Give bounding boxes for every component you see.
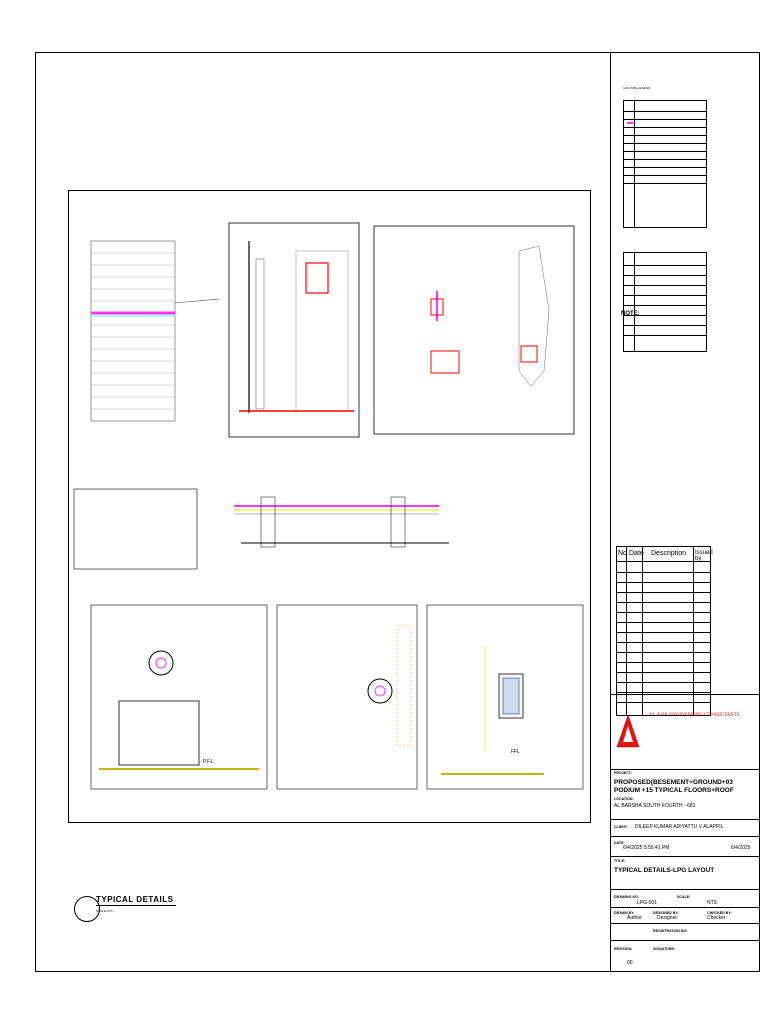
note-box (73, 488, 198, 570)
project-line-1: PROPOSED(BESEMENT+GROUND+03 (614, 779, 733, 786)
date-value: 6/4/2025 5:55:41 PM (623, 845, 670, 851)
date-value-2: 6/4/2025 (731, 845, 751, 851)
location-value: AL BARSHA SOUTH FOURTH - 681 (614, 803, 696, 809)
riser-detail (373, 225, 575, 435)
drawing-no-value: LPG-001 (637, 900, 658, 906)
scale-label: SCALE: (677, 895, 691, 899)
drawn-by-value: Author (627, 915, 642, 921)
revision-col-issued-by: Issued by (695, 550, 713, 562)
title-underline (96, 905, 176, 906)
registration-label: REGISTRATION NO: (653, 929, 688, 933)
detail-marker-icon (74, 896, 100, 922)
project-label: PROJECT: (614, 771, 632, 775)
wall-pipe-detail (90, 240, 220, 422)
detail-drawings (73, 222, 584, 790)
pipe-support-detail (234, 496, 449, 548)
legend-table (623, 100, 707, 228)
checked-by-label: CHECKED BY: (707, 911, 732, 915)
meter-box-detail (228, 222, 360, 438)
firm-logo-icon (616, 714, 640, 748)
client-value: DILEEP KUMAR ADIYATTU V ALAPPIL (635, 824, 724, 830)
revision-table: No. Date Description Issued by (616, 546, 713, 716)
revision-col-no: No. (618, 550, 629, 557)
designed-by-label: DESIGNED BY: (653, 911, 679, 915)
firm-top-divider (611, 694, 760, 695)
signature-label: SIGNATURE: (653, 947, 676, 951)
title-label: TITLE: (614, 859, 626, 863)
title-value: TYPICAL DETAILS-LPG LAYOUT (614, 867, 715, 874)
scale-value: NTS (707, 900, 717, 906)
project-line-2: PODIUM +15 TYPICAL FLOORS+ROOF (614, 787, 734, 794)
revision-value: 00 (627, 960, 633, 966)
designed-by-value: Designer (657, 915, 678, 921)
bottom-details (90, 604, 584, 790)
drawing-sheet-border (35, 52, 760, 972)
drawing-no-label: DRAWING NO: (614, 895, 639, 899)
location-label: LOCATION: (614, 797, 634, 801)
checked-by-value: Checker (707, 915, 726, 921)
date-label: DATE: (614, 841, 625, 845)
drawing-scale: SCALE NTS (96, 909, 113, 913)
drawn-by-label: DRAWN BY: (614, 911, 635, 915)
revision-col-date: Date (629, 550, 644, 557)
firm-name: AL ASIR ENGINEERING CONSULTANTS (649, 713, 740, 718)
notes-title: NOTE: (621, 311, 640, 317)
revision-col-description: Description (651, 550, 687, 557)
title-block-sidebar: GAS PIPE LEGEND NOTE: No. Date Descripti… (610, 52, 760, 972)
revision-label: REVISION: (614, 947, 633, 951)
legend-table-2 (623, 252, 707, 352)
drawing-title: TYPICAL DETAILS (96, 895, 174, 904)
client-label: CLIENT: (614, 825, 628, 829)
legend-title: GAS PIPE LEGEND (623, 86, 651, 90)
pfl-label: P.F.L (203, 759, 214, 765)
drawing-area: FFL P.F.L (68, 190, 591, 823)
ffl-label: FFL (511, 749, 520, 755)
